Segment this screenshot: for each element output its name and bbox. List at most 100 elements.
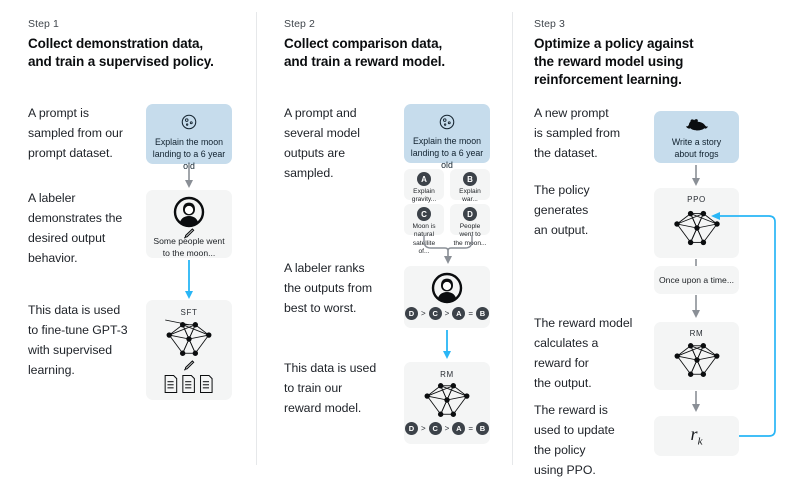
c2-option-card-d[interactable]: D People went to the moon... xyxy=(450,204,490,247)
text-line: A prompt and xyxy=(284,106,357,120)
c3-ppo-card[interactable]: PPO xyxy=(654,188,739,258)
text-line: an output. xyxy=(534,223,589,237)
c1-prompt-card[interactable]: Explain the moon landing to a 6 year old xyxy=(146,104,232,171)
text-line: A prompt is xyxy=(28,106,89,120)
text-line: the dataset. xyxy=(534,146,598,160)
text-line: sampled from our xyxy=(28,126,123,140)
step-2-title-line-1: Collect comparison data, xyxy=(284,36,443,51)
rank-pill: D xyxy=(404,422,418,435)
step-2-title-line-2: and train a reward model. xyxy=(284,54,446,69)
c2-option-b-text: Explain war... xyxy=(453,188,487,205)
c3-output-card[interactable]: Once upon a time... xyxy=(654,266,739,294)
text-line: best to worst. xyxy=(284,301,357,315)
text-line: The reward model xyxy=(534,316,633,330)
text-line: landing to a 6 year old xyxy=(410,148,484,170)
rank-op: > xyxy=(420,309,426,318)
step-3-title-line-3: reinforcement learning. xyxy=(534,72,682,87)
text-line: calculates a xyxy=(534,336,599,350)
step-3-paragraph-4: The reward is used to update the policy … xyxy=(534,400,659,480)
text-line: is sampled from xyxy=(534,126,621,140)
rank-op: = xyxy=(468,309,473,318)
text-line: Moon is natural xyxy=(412,223,436,239)
text-line: Explain the moon xyxy=(413,136,481,146)
step-1-paragraph-3: This data is used to fine-tune GPT-3 wit… xyxy=(28,300,158,380)
option-letter-badge: C xyxy=(417,207,431,221)
column-divider-2 xyxy=(512,12,513,465)
text-line: People went to xyxy=(459,223,481,239)
labeler-avatar-icon xyxy=(173,196,205,228)
step-2-paragraph-1: A prompt and several model outputs are s… xyxy=(284,103,399,183)
text-line: Some people went xyxy=(153,236,225,246)
text-line: A new prompt xyxy=(534,106,609,120)
neural-network-icon xyxy=(165,319,212,356)
text-line: learning. xyxy=(28,363,75,377)
text-line: several model xyxy=(284,126,360,140)
text-line: about frogs xyxy=(674,149,719,159)
text-line: The reward is xyxy=(534,403,608,417)
text-line: Explain war... xyxy=(459,188,481,204)
text-line: Explain the moon xyxy=(155,137,223,147)
text-line: prompt dataset. xyxy=(28,146,113,160)
c2-option-card-c[interactable]: C Moon is natural satellite of... xyxy=(404,204,444,255)
c3-feedback-loop-arrow xyxy=(711,212,776,437)
text-line: the output. xyxy=(534,376,592,390)
text-line: The policy xyxy=(534,183,590,197)
c2-reward-model-card[interactable]: RM xyxy=(404,362,490,444)
c2-arrow-blue xyxy=(443,330,451,359)
text-line: the policy xyxy=(534,443,586,457)
text-line: sampled. xyxy=(284,166,334,180)
step-3-title-line-1: Optimize a policy against xyxy=(534,36,694,51)
step-2-paragraph-3: This data is used to train our reward mo… xyxy=(284,358,409,418)
moon-icon xyxy=(439,114,455,130)
c3-prompt-card[interactable]: Write a story about frogs xyxy=(654,111,739,163)
moon-icon xyxy=(181,114,197,130)
c1-sft-title: SFT xyxy=(180,308,198,317)
step-2-paragraph-2: A labeler ranks the outputs from best to… xyxy=(284,258,402,318)
neural-network-icon xyxy=(673,210,720,246)
rank-pill: B xyxy=(476,307,489,320)
text-line: outputs are xyxy=(284,146,345,160)
rank-pill: C xyxy=(428,307,442,320)
text-line: demonstrates the xyxy=(28,211,123,225)
c1-labeler-card-text: Some people went to the moon... xyxy=(150,236,228,259)
rank-op: > xyxy=(444,309,450,318)
option-letter-badge: D xyxy=(463,207,477,221)
pencil-icon xyxy=(184,360,195,371)
c2-prompt-card[interactable]: Explain the moon landing to a 6 year old xyxy=(404,104,490,170)
c3-reward-value-card[interactable]: rk xyxy=(654,416,739,456)
text-line: Once upon a time... xyxy=(659,275,734,285)
text-line: reward model. xyxy=(284,401,362,415)
text-line: using PPO. xyxy=(534,463,596,477)
option-letter-badge: B xyxy=(463,172,477,186)
c2-prompt-card-text: Explain the moon landing to a 6 year old xyxy=(408,135,486,171)
c2-option-card-b[interactable]: B Explain war... xyxy=(450,169,490,203)
c1-arrow-1 xyxy=(185,166,193,188)
c2-option-d-text: People went to the moon... xyxy=(453,223,487,248)
text-line: Explain gravity... xyxy=(411,188,437,204)
c3-reward-formula: rk xyxy=(654,424,739,448)
text-line: Write a story xyxy=(671,137,722,147)
c1-sft-card[interactable]: SFT xyxy=(146,300,232,400)
c3-arrow-3 xyxy=(692,295,700,318)
text-line: the outputs from xyxy=(284,281,373,295)
step-1-title: Collect demonstration data, and train a … xyxy=(28,35,253,71)
c2-option-card-a[interactable]: A Explain gravity... xyxy=(404,169,444,203)
c3-rm-card[interactable]: RM xyxy=(654,322,739,390)
step-1-paragraph-2: A labeler demonstrates the desired outpu… xyxy=(28,188,153,268)
pencil-icon xyxy=(184,228,195,239)
text-line: desired output xyxy=(28,231,106,245)
rank-pill: A xyxy=(452,422,466,435)
step-3-column: Step 3 Optimize a policy against the rew… xyxy=(512,0,788,479)
text-line: This data is used xyxy=(28,303,121,317)
c2-labeler-ranking-card[interactable]: D > C > A = B xyxy=(404,266,490,328)
c3-arrow-4 xyxy=(692,391,700,412)
step-3-paragraph-2: The policy generates an output. xyxy=(534,180,644,240)
frog-icon xyxy=(685,119,708,131)
c1-labeler-card[interactable]: Some people went to the moon... xyxy=(146,190,232,258)
reward-symbol: r xyxy=(690,424,698,444)
rank-op: > xyxy=(420,424,426,433)
step-3-title: Optimize a policy against the reward mod… xyxy=(534,35,774,89)
c2-rm-ranking-row: D > C > A = B xyxy=(404,422,490,435)
text-line: This data is used xyxy=(284,361,377,375)
